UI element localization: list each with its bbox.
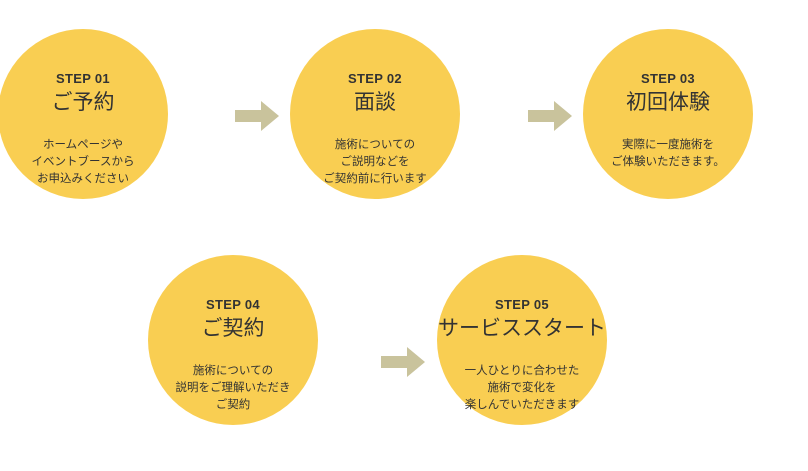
step-03-circle: STEP 03 初回体験 実際に一度施術を ご体験いただきます。	[583, 29, 753, 199]
step-02-label: STEP 02	[348, 71, 402, 86]
step-05-label: STEP 05	[495, 297, 549, 312]
step-04-description: 施術についての 説明をご理解いただき ご契約	[148, 362, 318, 413]
step-03-description: 実際に一度施術を ご体験いただきます。	[583, 136, 753, 170]
step-05-desc-line-3: 楽しんでいただきます	[464, 397, 580, 411]
step-01-desc-line-1: ホームページや	[43, 137, 123, 151]
step-01-desc-line-3: お申込みください	[37, 171, 129, 185]
step-05-description: 一人ひとりに合わせた 施術で変化を 楽しんでいただきます	[437, 362, 607, 413]
step-05-desc-line-1: 一人ひとりに合わせた	[464, 363, 580, 377]
step-01-title: ご予約	[51, 90, 115, 114]
step-05-desc-line-2: 施術で変化を	[487, 380, 557, 394]
step-01-circle: STEP 01 ご予約 ホームページや イベントブースから お申込みください	[0, 29, 168, 199]
step-02-description: 施術についての ご説明などを ご契約前に行います	[290, 136, 460, 187]
step-02-desc-line-1: 施術についての	[334, 137, 416, 151]
step-03-desc-line-1: 実際に一度施術を	[622, 137, 714, 151]
step-03-label: STEP 03	[641, 71, 695, 86]
step-03-desc-line-2: ご体験いただきます。	[611, 154, 725, 168]
step-04-desc-line-2: 説明をご理解いただき	[175, 380, 291, 394]
step-02-circle: STEP 02 面談 施術についての ご説明などを ご契約前に行います	[290, 29, 460, 199]
step-04-title: ご契約	[201, 316, 265, 340]
step-04-desc-line-3: ご契約	[215, 397, 251, 411]
step-02-title: 面談	[354, 90, 396, 114]
step-01-desc-line-2: イベントブースから	[31, 154, 135, 168]
arrow-right-icon	[381, 347, 425, 377]
step-01-description: ホームページや イベントブースから お申込みください	[0, 136, 168, 187]
step-04-circle: STEP 04 ご契約 施術についての 説明をご理解いただき ご契約	[148, 255, 318, 425]
step-04-label: STEP 04	[206, 297, 260, 312]
step-01-label: STEP 01	[56, 71, 110, 86]
step-05-circle: STEP 05 サービススタート 一人ひとりに合わせた 施術で変化を 楽しんでい…	[437, 255, 607, 425]
step-05-title: サービススタート	[438, 316, 606, 340]
step-03-title: 初回体験	[626, 90, 710, 114]
arrow-right-icon	[235, 101, 279, 131]
step-04-desc-line-1: 施術についての	[192, 363, 274, 377]
step-02-desc-line-2: ご説明などを	[340, 154, 410, 168]
arrow-right-icon	[528, 101, 572, 131]
step-02-desc-line-3: ご契約前に行います	[323, 171, 427, 185]
